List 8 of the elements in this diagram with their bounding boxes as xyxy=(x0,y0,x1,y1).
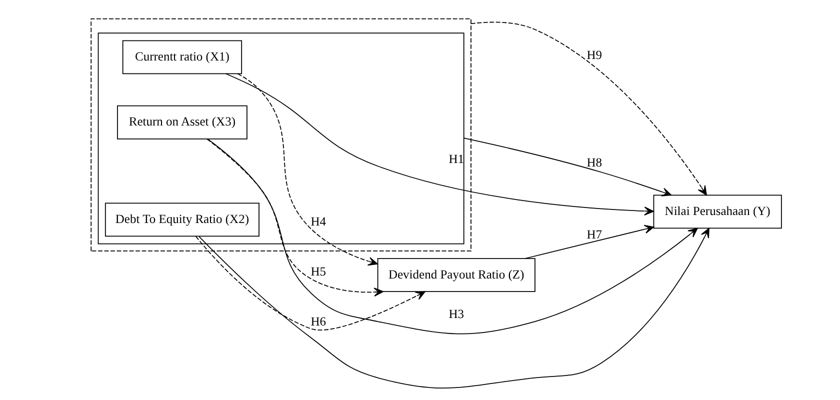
edge-label: H7 xyxy=(586,228,602,242)
edge-label: H4 xyxy=(310,214,326,228)
edge-label: H6 xyxy=(310,314,326,328)
edge-label: H3 xyxy=(448,307,464,322)
edge-label: H9 xyxy=(586,48,602,62)
edge-label: H1 xyxy=(448,152,464,166)
edge-label: H8 xyxy=(586,155,602,170)
edge-label: H5 xyxy=(310,264,326,278)
